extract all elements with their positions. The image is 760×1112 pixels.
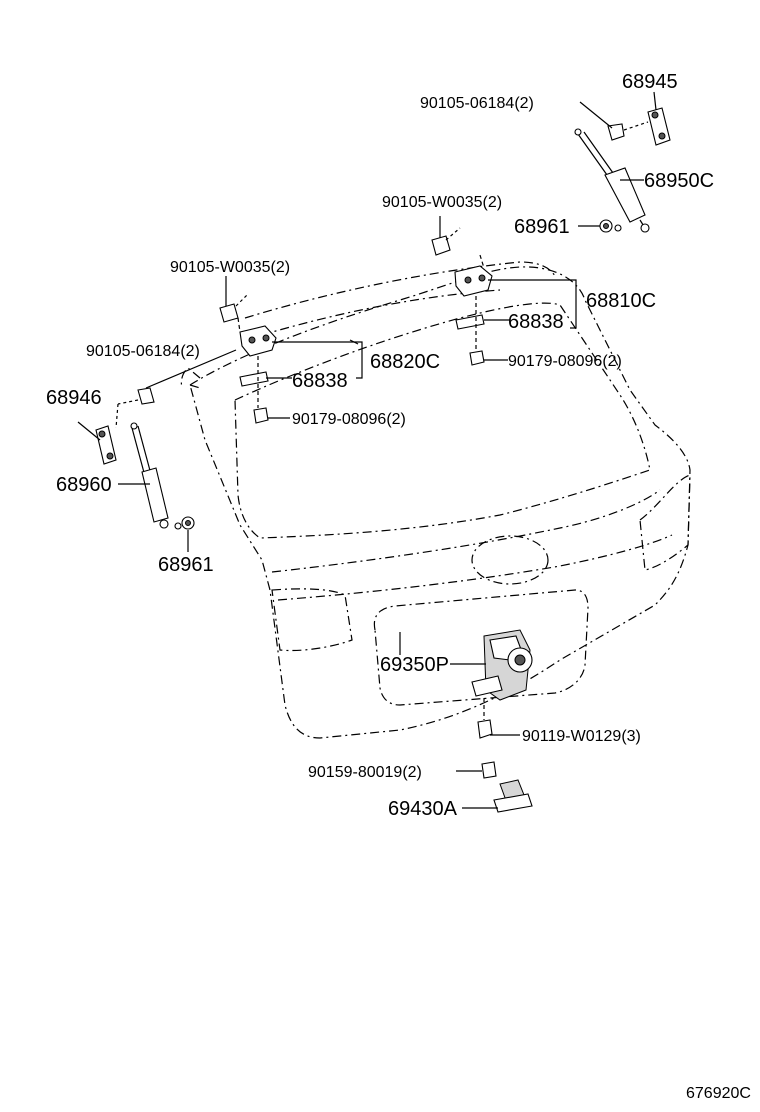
label-68961-bottom: 68961	[158, 554, 214, 576]
hinge-68810c	[431, 227, 493, 366]
label-90105-06184-left: 90105-06184(2)	[86, 343, 200, 360]
callout-labels: 68945 90105-06184(2) 68950C 90105-W0035(…	[46, 71, 751, 1102]
label-90119-w0129: 90119-W0129(3)	[522, 728, 641, 745]
label-90179-08096-right: 90179-08096(2)	[508, 353, 622, 370]
label-90179-08096-left: 90179-08096(2)	[292, 411, 406, 428]
label-90105-w0035-left: 90105-W0035(2)	[170, 259, 290, 276]
label-68961-top: 68961	[514, 216, 570, 238]
ball-stud-68961-bottom	[174, 516, 195, 530]
label-69350p: 69350P	[380, 654, 449, 676]
label-68838-right: 68838	[508, 311, 564, 333]
label-69430a: 69430A	[388, 798, 458, 820]
label-68945: 68945	[622, 71, 678, 93]
label-68946: 68946	[46, 387, 102, 409]
hinge-68820c	[219, 293, 277, 424]
strut-68950c	[574, 128, 650, 233]
strut-68960	[130, 422, 169, 529]
bracket-68946	[95, 387, 155, 465]
leader-lines	[77, 91, 657, 809]
label-90105-06184-top: 90105-06184(2)	[420, 95, 534, 112]
label-68820c: 68820C	[370, 351, 440, 373]
ball-stud-68961-top	[599, 219, 622, 233]
label-68810c: 68810C	[586, 290, 656, 312]
label-90105-w0035-right: 90105-W0035(2)	[382, 194, 502, 211]
opener-69430a	[481, 761, 533, 813]
label-90159-80019: 90159-80019(2)	[308, 764, 422, 781]
label-68838-left: 68838	[292, 370, 348, 392]
lock-69350p	[471, 629, 533, 739]
bracket-68945	[607, 107, 671, 146]
label-68950c: 68950C	[644, 170, 714, 192]
label-68960: 68960	[56, 474, 112, 496]
diagram-id: 676920C	[686, 1085, 751, 1102]
